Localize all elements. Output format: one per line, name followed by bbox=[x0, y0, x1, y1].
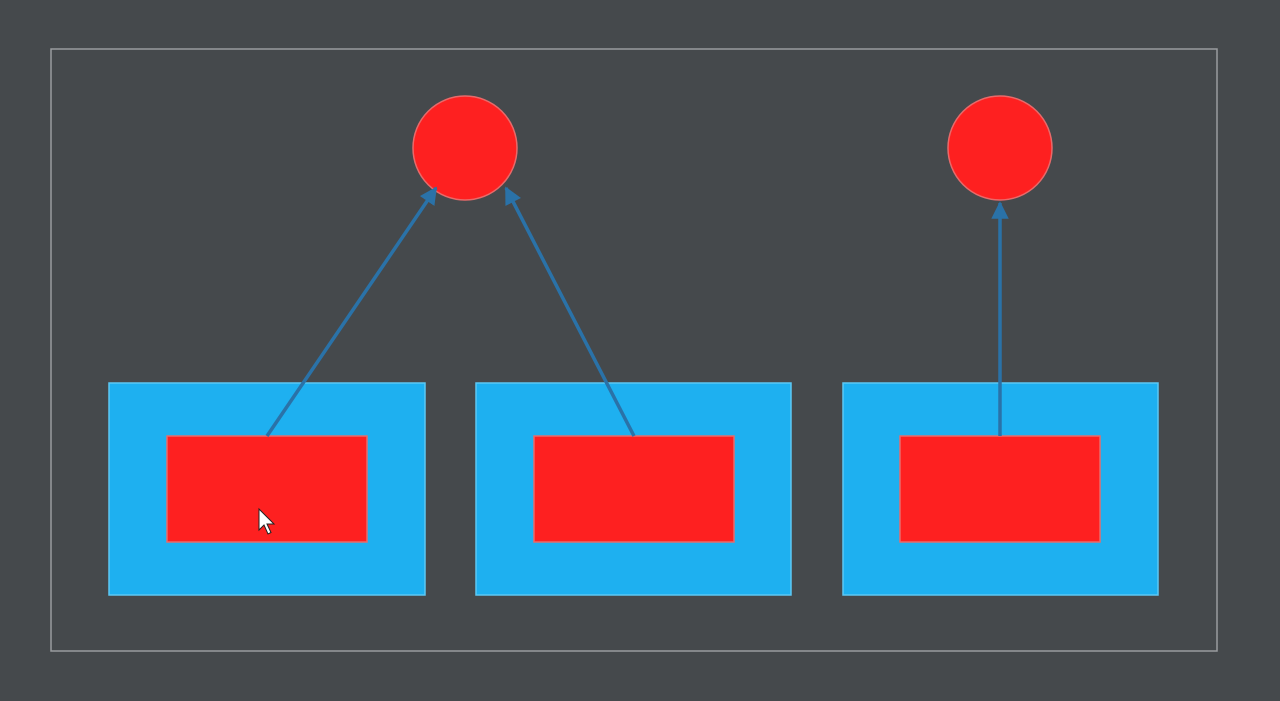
top-node-2[interactable] bbox=[947, 95, 1053, 201]
inner-node-3[interactable] bbox=[899, 435, 1101, 543]
outer-frame bbox=[50, 48, 1218, 652]
inner-node-2[interactable] bbox=[533, 435, 735, 543]
top-node-1[interactable] bbox=[412, 95, 518, 201]
mouse-pointer-icon bbox=[258, 507, 276, 535]
container-1[interactable] bbox=[108, 382, 426, 596]
edge-inner-2-to-top-1 bbox=[504, 186, 636, 437]
edge-inner-1-to-top-1 bbox=[265, 186, 438, 437]
